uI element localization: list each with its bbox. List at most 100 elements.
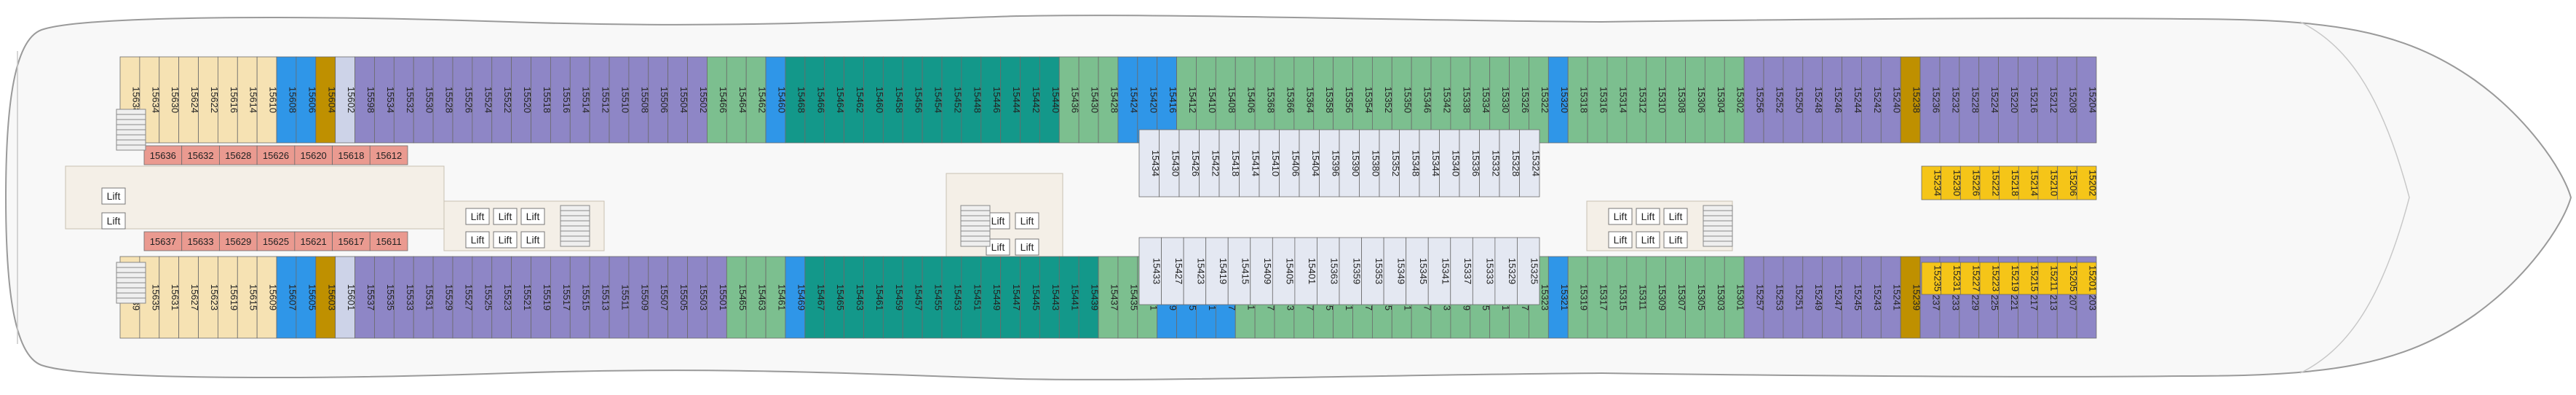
cabin-15336[interactable]: 15336 (1459, 129, 1481, 198)
cabin-15216[interactable]: 15216 (2018, 56, 2040, 144)
cabin-15302[interactable]: 15302 (1724, 56, 1746, 144)
cabin-15320[interactable]: 15320 (1547, 56, 1570, 144)
cabin-15246[interactable]: 15246 (1822, 56, 1844, 144)
cabin-15606[interactable]: 15606 (296, 56, 317, 144)
cabin-15201[interactable]: 15201 (2076, 262, 2099, 295)
cabin-15333[interactable]: 15333 (1472, 237, 1496, 305)
cabin-15427[interactable]: 15427 (1161, 237, 1184, 305)
cabin-15338[interactable]: 15338 (1450, 56, 1472, 144)
cabin-15523[interactable]: 15523 (491, 256, 513, 339)
cabin-15453[interactable]: 15453 (941, 256, 963, 339)
cabin-15440[interactable]: 15440 (1039, 56, 1061, 144)
cabin-15337[interactable]: 15337 (1450, 237, 1473, 305)
cabin-15522[interactable]: 15522 (491, 56, 513, 144)
cabin-15461[interactable]: 15461 (765, 256, 788, 339)
cabin-15442[interactable]: 15442 (1020, 56, 1042, 144)
cabin-15316[interactable]: 15316 (1587, 56, 1609, 144)
cabin-15418[interactable]: 15418 (1218, 129, 1241, 198)
cabin-15245[interactable]: 15245 (1842, 256, 1863, 339)
cabin-15244[interactable]: 15244 (1842, 56, 1863, 144)
cabin-15513[interactable]: 15513 (589, 256, 611, 339)
cabin-15464[interactable]: 15464 (824, 56, 846, 144)
cabin-15537[interactable]: 15537 (354, 256, 376, 339)
cabin-15256[interactable]: 15256 (1743, 56, 1766, 144)
cabin-15451[interactable]: 15451 (961, 256, 983, 339)
cabin-15624[interactable]: 15624 (178, 56, 200, 144)
cabin-15423[interactable]: 15423 (1183, 237, 1206, 305)
cabin-15501[interactable]: 15501 (707, 256, 729, 339)
cabin-15635[interactable]: 15635 (139, 256, 161, 339)
cabin-15342[interactable]: 15342 (1430, 56, 1452, 144)
cabin-15618[interactable]: 15618 (332, 145, 370, 165)
cabin-15447[interactable]: 15447 (1000, 256, 1022, 339)
cabin-15310[interactable]: 15310 (1646, 56, 1668, 144)
cabin-15230[interactable]: 15230 (1941, 165, 1962, 200)
cabin-15525[interactable]: 15525 (472, 256, 494, 339)
cabin-15332[interactable]: 15332 (1479, 129, 1502, 198)
cabin-15344[interactable]: 15344 (1419, 129, 1441, 198)
cabin-15352[interactable]: 15352 (1371, 56, 1394, 144)
cabin-15598[interactable]: 15598 (354, 56, 376, 144)
cabin-15611[interactable]: 15611 (369, 231, 408, 251)
cabin-15404[interactable]: 15404 (1299, 129, 1321, 198)
cabin-15303[interactable]: 15303 (1704, 256, 1727, 339)
cabin-15380[interactable]: 15380 (1359, 129, 1382, 198)
cabin-15448[interactable]: 15448 (961, 56, 983, 144)
cabin-15515[interactable]: 15515 (569, 256, 592, 339)
cabin-15202[interactable]: 15202 (2076, 165, 2099, 200)
cabin-15531[interactable]: 15531 (413, 256, 435, 339)
cabin-15443[interactable]: 15443 (1039, 256, 1061, 339)
cabin-15312[interactable]: 15312 (1626, 56, 1648, 144)
cabin-15506[interactable]: 15506 (648, 56, 670, 144)
cabin-15352[interactable]: 15352 (1379, 129, 1401, 198)
cabin-15514[interactable]: 15514 (569, 56, 592, 144)
cabin-15253[interactable]: 15253 (1763, 256, 1785, 339)
cabin-15534[interactable]: 15534 (374, 56, 396, 144)
cabin-15311[interactable]: 15311 (1626, 256, 1648, 339)
cabin-15462[interactable]: 15462 (745, 56, 768, 144)
cabin-15521[interactable]: 15521 (511, 256, 533, 339)
cabin-15321[interactable]: 15321 (1547, 256, 1570, 339)
cabin-15465[interactable]: 15465 (726, 256, 748, 339)
cabin-15422[interactable]: 15422 (1199, 129, 1221, 198)
cabin-15325[interactable]: 15325 (1517, 237, 1540, 305)
cabin-15322[interactable]: 15322 (1529, 56, 1550, 144)
cabin-15212[interactable]: 15212 (2037, 56, 2059, 144)
cabin-15462[interactable]: 15462 (844, 56, 865, 144)
cabin-15437[interactable]: 15437 (1098, 256, 1120, 339)
cabin-15430[interactable]: 15430 (1159, 129, 1181, 198)
cabin-15419[interactable]: 15419 (1205, 237, 1229, 305)
cabin-15334[interactable]: 15334 (1470, 56, 1491, 144)
cabin-15243[interactable]: 15243 (1861, 256, 1883, 339)
cabin-15439[interactable]: 15439 (1078, 256, 1101, 339)
cabin-15240[interactable]: 15240 (1880, 56, 1903, 144)
cabin-15504[interactable]: 15504 (667, 56, 689, 144)
cabin-15307[interactable]: 15307 (1665, 256, 1687, 339)
cabin-15605[interactable]: 15605 (296, 256, 317, 339)
cabin-15424[interactable]: 15424 (1117, 56, 1139, 144)
cabin-15532[interactable]: 15532 (393, 56, 416, 144)
cabin-15455[interactable]: 15455 (922, 256, 944, 339)
cabin-15206[interactable]: 15206 (2057, 165, 2079, 200)
cabin-15228[interactable]: 15228 (1959, 56, 1981, 144)
cabin-15511[interactable]: 15511 (609, 256, 630, 339)
cabin-15617[interactable]: 15617 (332, 231, 370, 251)
cabin-15205[interactable]: 15205 (2057, 262, 2079, 295)
cabin-15232[interactable]: 15232 (1939, 56, 1961, 144)
cabin-15612[interactable]: 15612 (369, 145, 408, 165)
cabin-15410[interactable]: 15410 (1259, 129, 1281, 198)
cabin-15301[interactable]: 15301 (1724, 256, 1746, 339)
cabin-15406[interactable]: 15406 (1235, 56, 1257, 144)
cabin-15235[interactable]: 15235 (1921, 262, 1943, 295)
cabin-15466[interactable]: 15466 (804, 56, 826, 144)
cabin-15609[interactable]: 15609 (256, 256, 279, 339)
cabin-15328[interactable]: 15328 (1499, 129, 1521, 198)
cabin-15305[interactable]: 15305 (1685, 256, 1707, 339)
cabin-15346[interactable]: 15346 (1411, 56, 1433, 144)
cabin-15502[interactable]: 15502 (687, 56, 709, 144)
cabin-15512[interactable]: 15512 (589, 56, 611, 144)
cabin-15604[interactable]: 15604 (315, 56, 337, 144)
cabin-15517[interactable]: 15517 (550, 256, 572, 339)
cabin-15503[interactable]: 15503 (687, 256, 709, 339)
cabin-15616[interactable]: 15616 (218, 56, 239, 144)
